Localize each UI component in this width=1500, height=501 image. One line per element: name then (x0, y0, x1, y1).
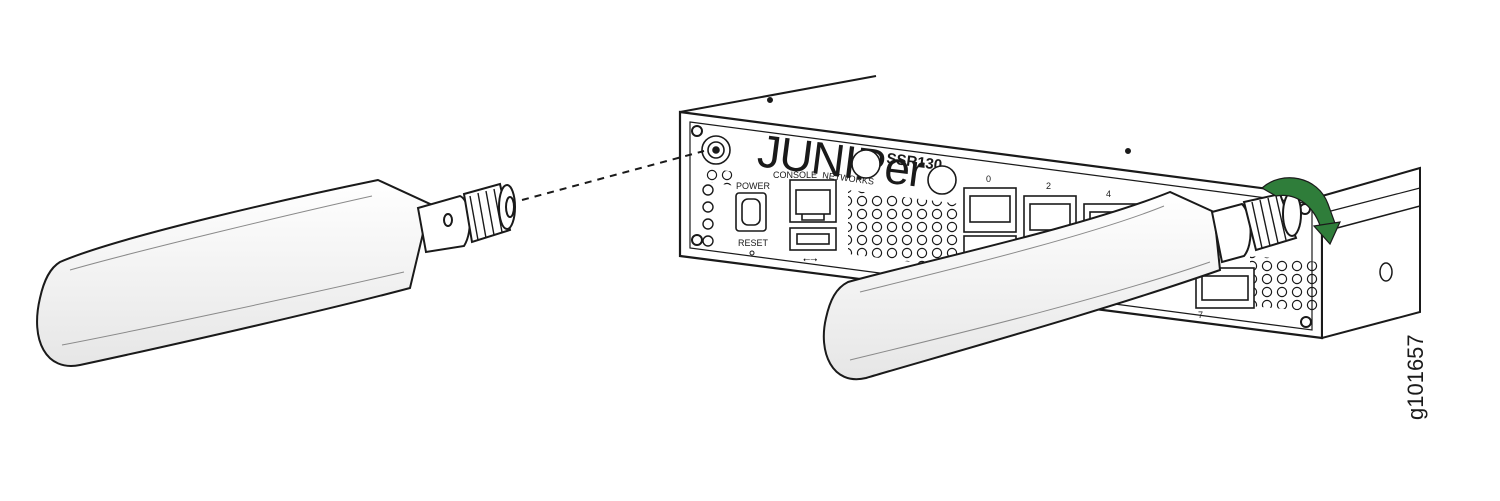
power-button (735, 192, 767, 232)
power-label: POWER (736, 181, 771, 191)
insertion-path-dashed-line (521, 150, 705, 201)
antenna-before-icon (36, 178, 516, 367)
figure-id: g101657 (1403, 334, 1428, 420)
console-port (789, 179, 837, 223)
antenna-body (822, 190, 1222, 381)
port-number-0: 0 (986, 174, 991, 184)
top-screw (767, 97, 773, 103)
antenna-connector-left (701, 135, 731, 165)
panel-screw (691, 234, 703, 246)
reset-label: RESET (738, 238, 769, 248)
chassis-side-panel (1321, 166, 1421, 340)
chassis-top-edge (679, 75, 877, 113)
antenna-attached-icon (822, 190, 1302, 381)
port-number-2: 2 (1046, 181, 1051, 191)
antenna-connector-mid (851, 149, 881, 179)
vent-grille-left (848, 190, 960, 268)
usb-symbol: ⭠⭢ (803, 254, 817, 264)
rotation-arrow-icon (1260, 177, 1342, 246)
port-number-7: 7 (1198, 310, 1203, 320)
usb-port (789, 227, 837, 251)
vent-grille-right (1250, 256, 1318, 312)
model-label: SSR130 (885, 150, 943, 174)
top-screw (1125, 148, 1131, 154)
antenna-connector-right (927, 165, 957, 195)
reset-pinhole (749, 250, 755, 256)
panel-screw (691, 125, 703, 137)
chassis-front-bezel (689, 121, 1313, 331)
side-screw-hole (1379, 262, 1393, 282)
status-leds (702, 184, 714, 247)
chassis-side-edge (1321, 205, 1421, 233)
antenna-joint (1210, 202, 1252, 264)
antenna-body (36, 178, 432, 367)
chassis-side-edge-2 (1326, 187, 1421, 213)
vent-grille-top (706, 168, 736, 186)
console-label: CONSOLE (773, 170, 817, 180)
panel-screw (1300, 316, 1312, 328)
port-number-4: 4 (1106, 189, 1111, 199)
